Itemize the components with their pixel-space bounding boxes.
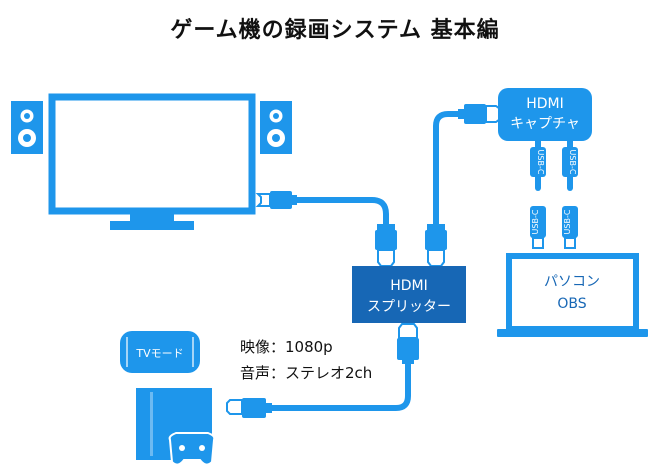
usb-plug-icon: USB-C bbox=[562, 141, 578, 177]
usb-plug-icon: USB-C bbox=[530, 206, 546, 249]
page-title: ゲーム機の録画システム 基本編 bbox=[170, 18, 500, 43]
splitter-label-line1: HDMI bbox=[390, 278, 428, 294]
usb-label: USB-C bbox=[531, 209, 540, 234]
laptop-icon: パソコン OBS bbox=[497, 253, 648, 337]
handheld-console-icon: TVモード bbox=[120, 331, 200, 373]
usb-label: USB-C bbox=[536, 150, 545, 175]
hdmi-plug-icon bbox=[458, 104, 501, 124]
pc-label-line2: OBS bbox=[557, 296, 586, 312]
hdmi-splitter-device: HDMI スプリッター bbox=[352, 266, 466, 323]
cable-tv-splitter bbox=[293, 197, 389, 229]
usb-label: USB-C bbox=[563, 209, 572, 234]
usb-label: USB-C bbox=[568, 150, 577, 175]
hdmi-plug-icon bbox=[226, 398, 272, 418]
capture-label-line1: HDMI bbox=[526, 96, 564, 112]
speaker-right-icon bbox=[260, 101, 292, 154]
audio-spec-note: 音声：ステレオ2ch bbox=[240, 364, 373, 382]
gamepad-icon bbox=[168, 432, 216, 466]
hdmi-plug-icon bbox=[425, 224, 447, 267]
monitor-icon bbox=[48, 93, 256, 230]
hdmi-plug-icon bbox=[375, 224, 397, 267]
video-spec-note: 映像：1080p bbox=[240, 338, 333, 356]
cable-console-splitter bbox=[265, 357, 411, 411]
tv-mode-label: TVモード bbox=[135, 347, 183, 360]
hdmi-plug-icon bbox=[255, 191, 297, 209]
speaker-left-icon bbox=[11, 101, 43, 154]
capture-label-line2: キャプチャ bbox=[510, 116, 580, 132]
hdmi-capture-device: HDMI キャプチャ bbox=[498, 88, 592, 141]
hdmi-plug-icon bbox=[397, 323, 419, 364]
splitter-label-line2: スプリッター bbox=[367, 299, 451, 315]
usb-plug-icon: USB-C bbox=[562, 206, 578, 249]
cable-splitter-capture bbox=[433, 111, 463, 229]
usb-plug-icon: USB-C bbox=[530, 141, 546, 177]
pc-label-line1: パソコン bbox=[544, 274, 600, 290]
